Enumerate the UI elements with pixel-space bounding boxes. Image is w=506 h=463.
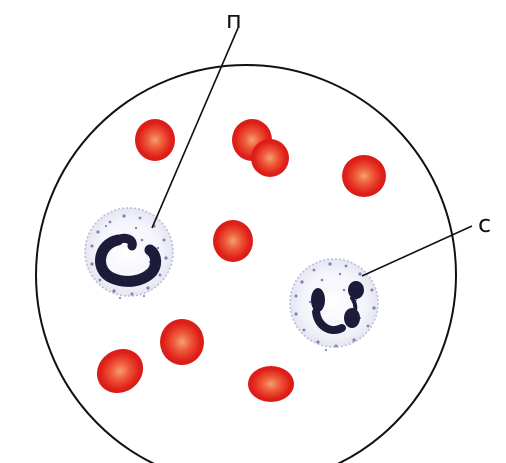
erythrocyte bbox=[160, 319, 204, 365]
erythrocyte bbox=[248, 366, 294, 402]
label-band-neutrophil: п bbox=[226, 8, 242, 32]
label-segmented-neutrophil: с bbox=[478, 212, 491, 236]
erythrocyte bbox=[251, 139, 289, 177]
erythrocyte bbox=[342, 155, 386, 197]
erythrocyte bbox=[135, 119, 175, 161]
erythrocyte bbox=[213, 220, 253, 262]
